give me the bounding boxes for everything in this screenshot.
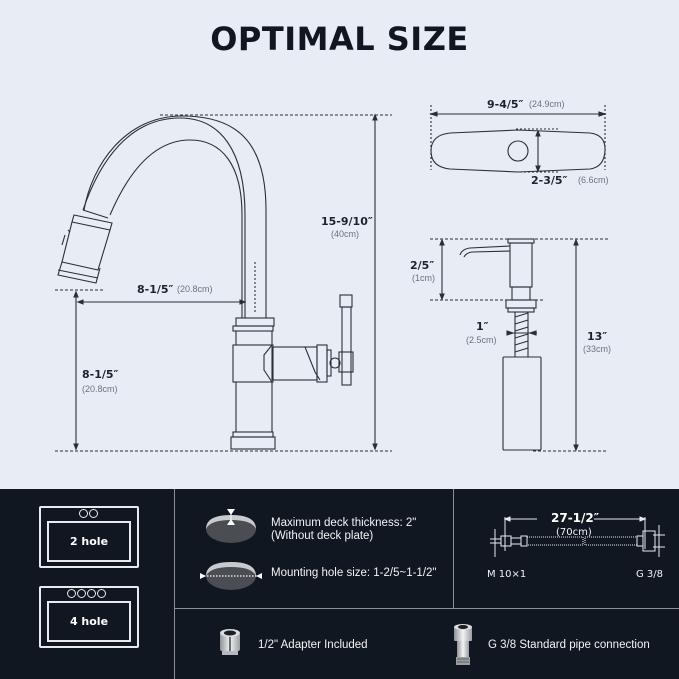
four-hole-sink-diagram: 4 hole xyxy=(39,586,139,648)
deck-thickness-icon xyxy=(200,509,262,590)
faucet-reach-metric: (20.8cm) xyxy=(177,284,213,294)
pipe-connector-icon xyxy=(454,624,472,665)
deck-plate-length-label: 9-4/5″ xyxy=(487,98,524,111)
deck-thickness-text: Maximum deck thickness: 2" xyxy=(271,517,417,529)
hose-left-thread-label: M 10×1 xyxy=(487,569,527,580)
divider xyxy=(175,608,679,609)
deck-plate-width-metric: (6.6cm) xyxy=(578,175,609,185)
dispenser-height-label: 13″ xyxy=(587,330,608,343)
deck-plate-width-label: 2-3/5″ xyxy=(531,174,568,187)
sink-holes-icon xyxy=(79,509,98,518)
two-hole-label: 2 hole xyxy=(47,521,131,562)
adapter-icon xyxy=(220,629,240,655)
sink-holes-icon xyxy=(67,589,106,598)
deck-thickness-note: (Without deck plate) xyxy=(271,530,374,542)
dispenser-thread-label: 1″ xyxy=(476,320,489,333)
hose-length-label: 27-1/2″ xyxy=(551,511,600,525)
faucet-diagram xyxy=(55,105,608,452)
deck-plate-length-metric: (24.9cm) xyxy=(529,99,565,109)
faucet-height-label: 15-9/10″ xyxy=(321,215,373,228)
hose-diagram xyxy=(490,516,665,557)
dispenser-thread-metric: (2.5cm) xyxy=(466,335,497,345)
page-title: OPTIMAL SIZE xyxy=(210,20,469,58)
mounting-hole-text: Mounting hole size: 1-2/5~1-1/2" xyxy=(271,567,437,579)
divider xyxy=(174,489,175,679)
four-hole-label: 4 hole xyxy=(47,601,131,642)
hose-length-metric: (70cm) xyxy=(556,527,592,538)
faucet-reach-label: 8-1/5″ xyxy=(137,283,174,296)
spout-height-label: 8-1/5″ xyxy=(82,368,119,381)
two-hole-sink-diagram: 2 hole xyxy=(39,506,139,568)
dispenser-head-metric: (1cm) xyxy=(412,273,435,283)
installation-panel: 2 hole 4 hole Maximum deck thickness: 2"… xyxy=(0,489,679,679)
dispenser-head-label: 2/5″ xyxy=(410,259,435,272)
pipe-connection-text: G 3/8 Standard pipe connection xyxy=(488,639,650,651)
hose-right-thread-label: G 3/8 xyxy=(636,569,664,580)
dispenser-height-metric: (33cm) xyxy=(583,344,612,354)
faucet-height-metric: (40cm) xyxy=(331,229,360,239)
spout-height-metric: (20.8cm) xyxy=(82,384,118,394)
diagram-area: OPTIMAL SIZE xyxy=(55,20,612,452)
adapter-text: 1/2" Adapter Included xyxy=(258,639,368,651)
divider xyxy=(453,489,454,608)
